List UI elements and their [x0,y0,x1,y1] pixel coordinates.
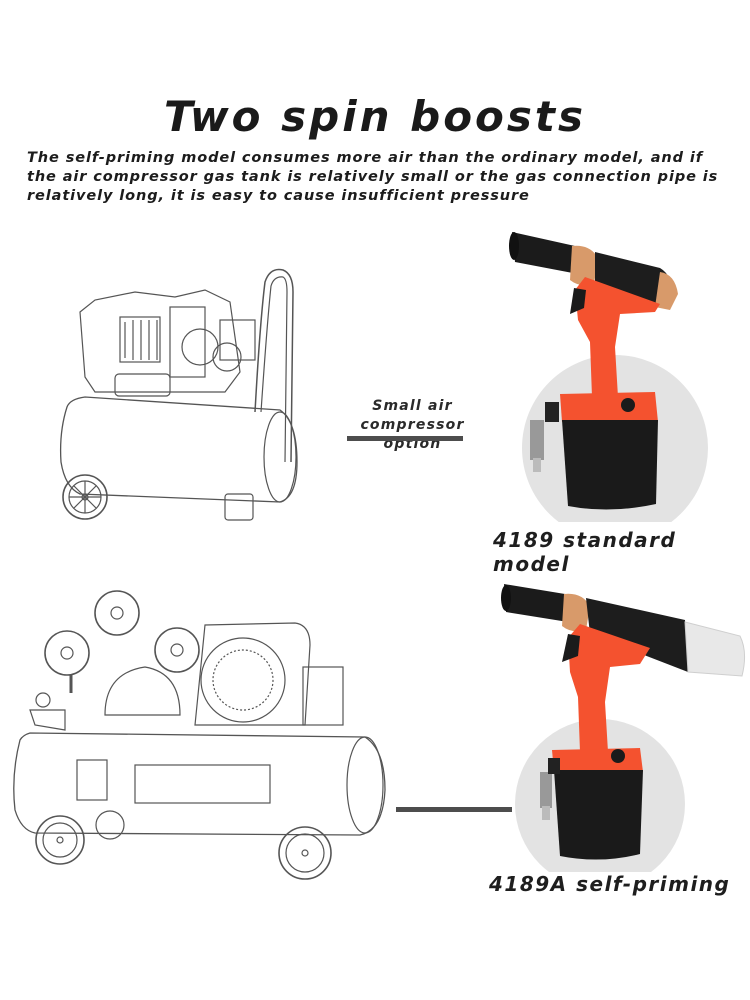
page-title: Two spin boosts [164,92,586,141]
rivet-gun-standard-image [509,232,708,522]
small-air-compressor-label: Small air compressor option [330,397,495,454]
large-air-compressor-illustration [13,590,386,880]
connector-bar-top [347,436,463,441]
model-label-4189-standard: 4189 standard model [493,528,677,576]
small-air-compressor-illustration [59,268,298,521]
connector-bar-bottom [396,807,512,812]
model-label-4189a-self-priming: 4189A self-priming [489,872,731,896]
option-label-line1: Small air [372,398,453,414]
rivet-gun-self-priming-image [501,584,746,872]
description-text: The self-priming model consumes more air… [27,150,719,204]
option-label-line2: compressor option [360,417,465,452]
